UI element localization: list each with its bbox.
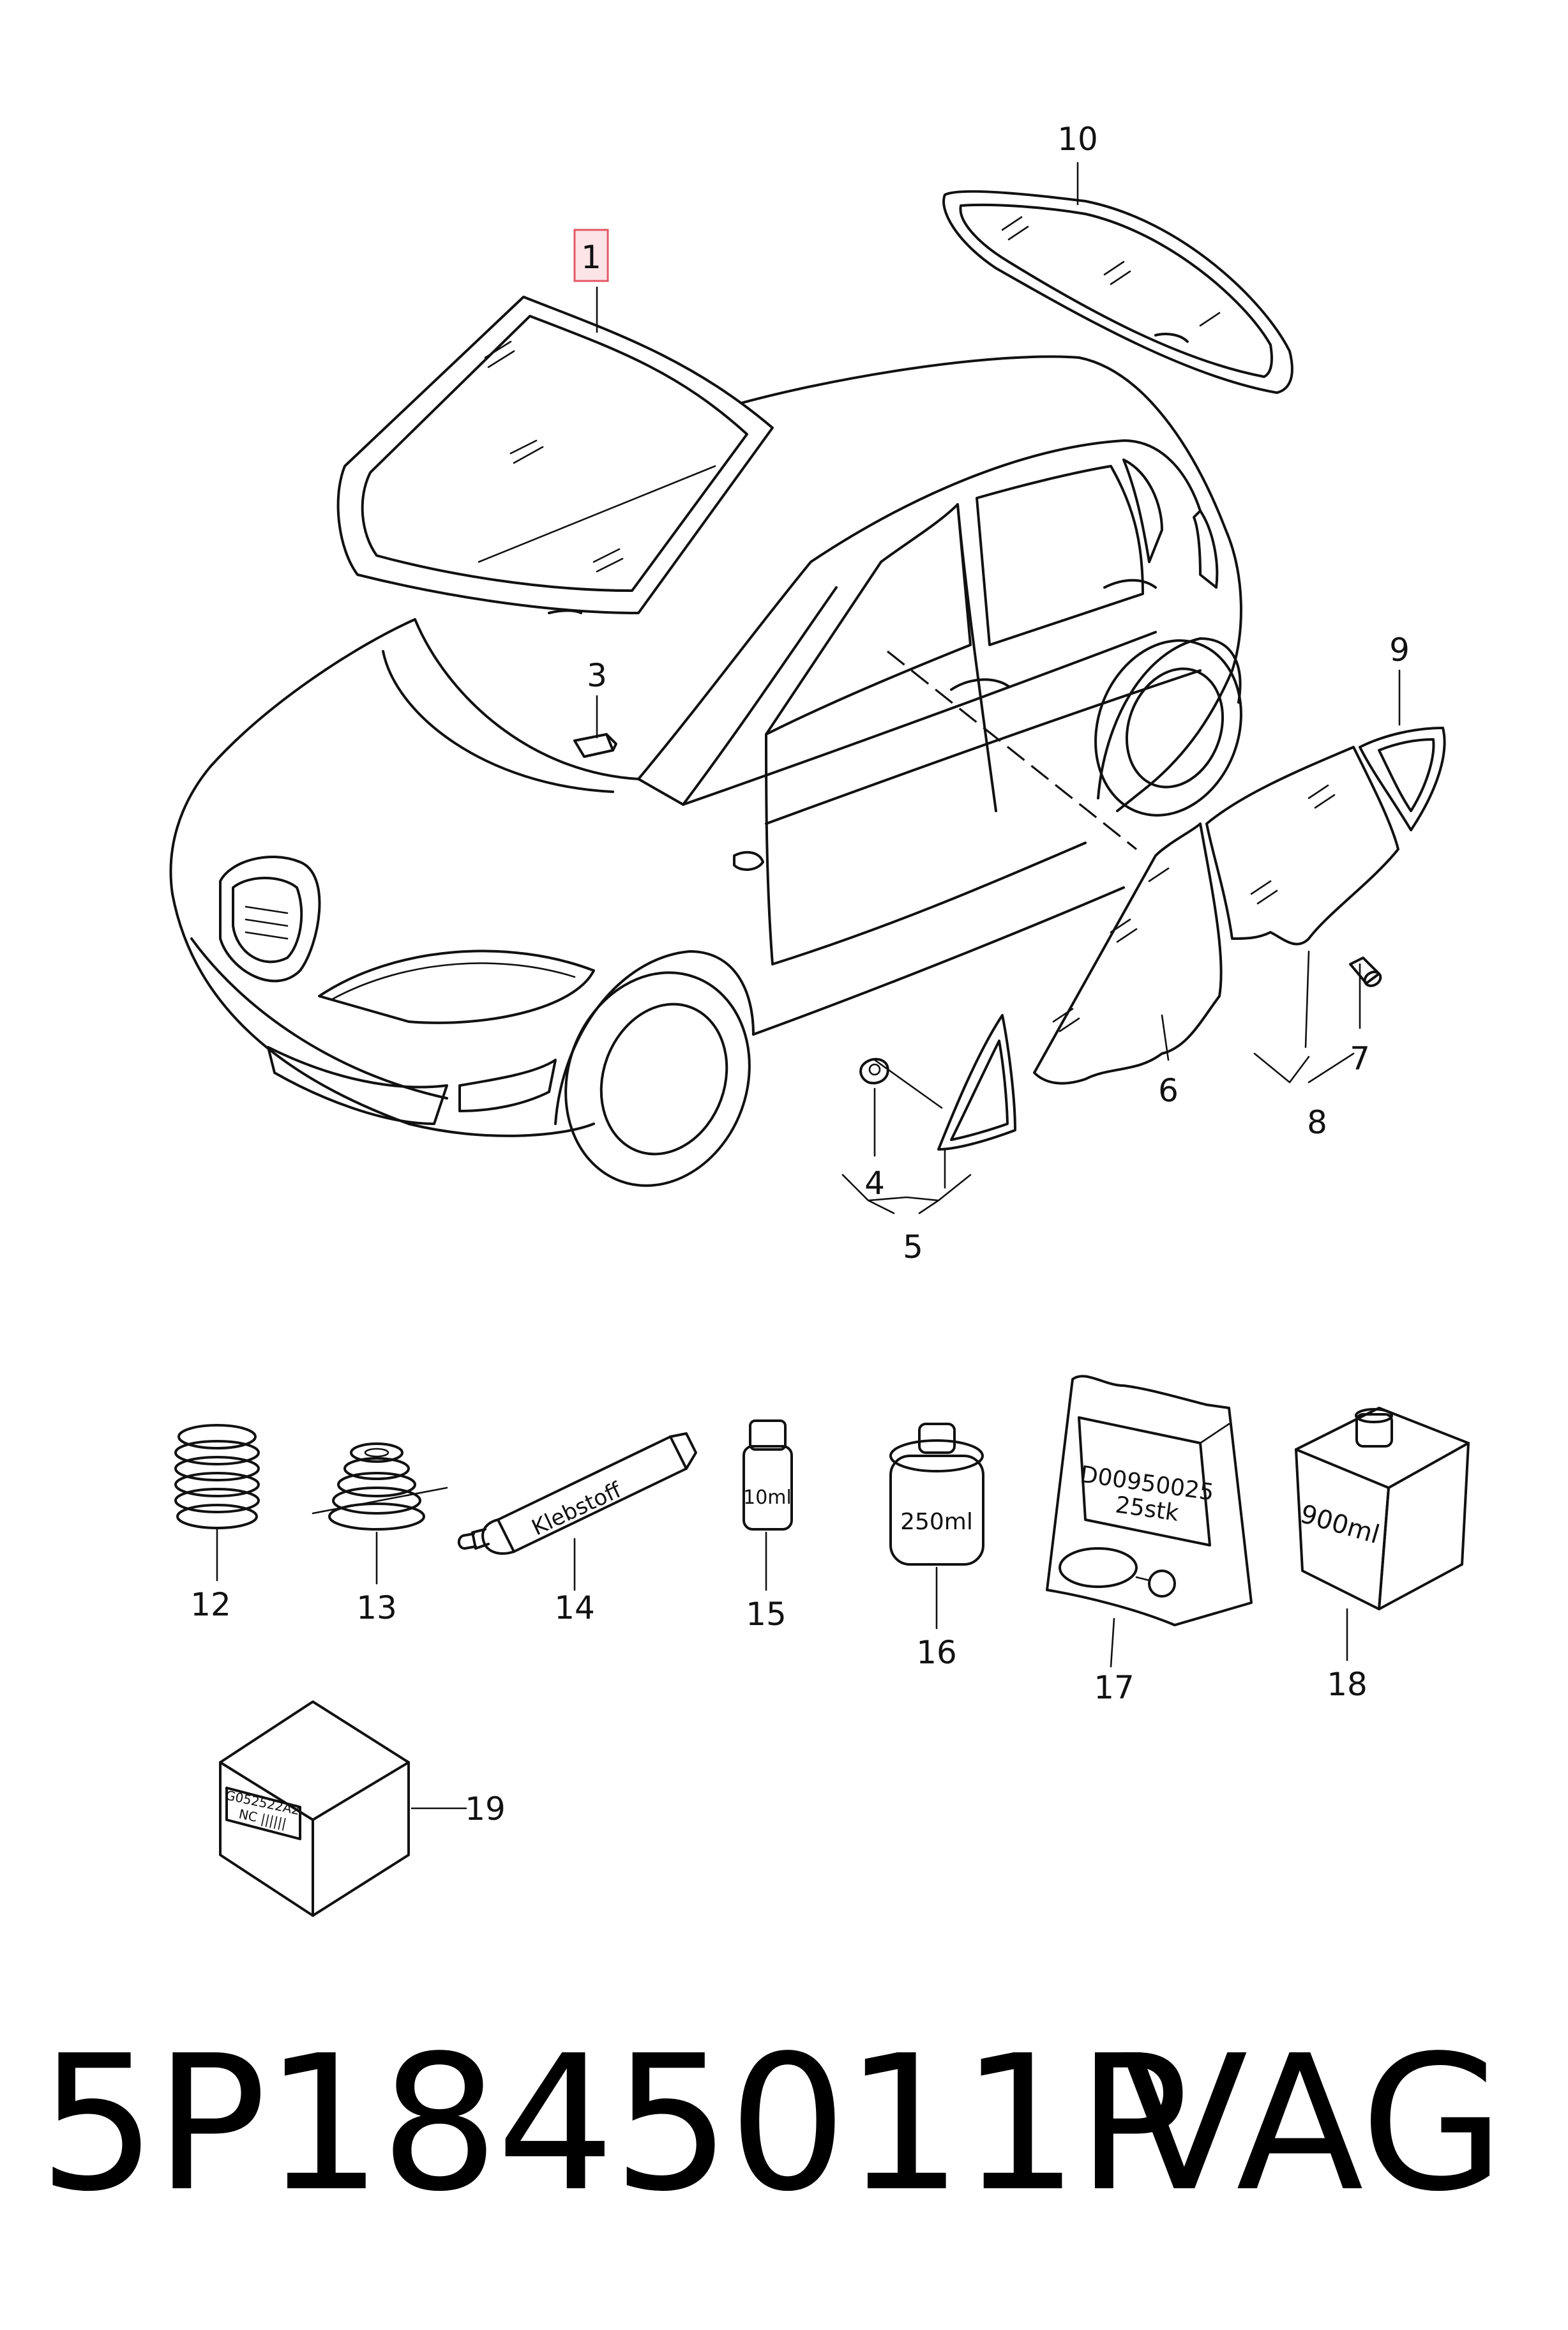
small-bottle-label: 10ml [743,1487,792,1509]
callout-1[interactable]: 1 [581,239,601,276]
plug-part[interactable] [1349,957,1383,988]
small-bottle-part[interactable]: 10ml [743,1419,793,1591]
medium-bottle-label: 250ml [900,1509,973,1535]
windshield-part[interactable] [336,296,774,614]
coil-spacer-part[interactable] [174,1424,260,1582]
brand-label: VAG [1120,2015,1505,2232]
callout-3[interactable]: 3 [587,657,607,694]
callout-6[interactable]: 6 [1158,1072,1179,1109]
callout-17[interactable]: 17 [1094,1669,1135,1706]
tube-label: Klebstoff [528,1477,626,1541]
medium-bottle-part[interactable]: 250ml [889,1423,984,1630]
quarter-window-part[interactable] [1205,746,1399,946]
mirror-bracket-part[interactable] [573,733,617,758]
part-number: 5P1845011P [38,2015,1189,2232]
callout-5[interactable]: 5 [903,1229,923,1266]
callout-10[interactable]: 10 [1057,121,1098,158]
callout-9[interactable]: 9 [1389,632,1410,669]
primer-can-part[interactable]: 900ml [1295,1407,1470,1661]
callout-7[interactable]: 7 [1350,1040,1370,1077]
callout-8[interactable]: 8 [1307,1104,1327,1141]
callout-4[interactable]: 4 [864,1165,885,1202]
rear-window-part[interactable] [942,190,1293,394]
callout-12[interactable]: 12 [190,1586,231,1623]
callout-18[interactable]: 18 [1327,1666,1368,1703]
can-label: 900ml [1297,1499,1382,1550]
rear-door-window-part[interactable] [1033,822,1223,1085]
car-body [169,355,1242,1187]
adhesive-tube-part[interactable]: Klebstoff [457,1432,697,1591]
cone-spacer-part[interactable] [312,1442,448,1585]
callout-19[interactable]: 19 [465,1790,506,1827]
callout-13[interactable]: 13 [356,1589,397,1626]
callout-1-highlight [573,229,609,282]
parts-bag-part[interactable]: D00950025 25stk [1046,1375,1253,1668]
corner-glass-part[interactable] [937,1014,1016,1151]
clip-nut-part[interactable] [859,1057,889,1085]
callout-15[interactable]: 15 [746,1596,787,1633]
triangle-glass-part[interactable] [1359,727,1446,831]
assembly-dash-line [887,650,1137,851]
callout-16[interactable]: 16 [916,1634,957,1671]
callout-14[interactable]: 14 [554,1589,595,1626]
leader-lines [596,162,1401,1214]
adhesive-box-part[interactable]: G052522A2 NC |||||| [219,1700,467,1917]
